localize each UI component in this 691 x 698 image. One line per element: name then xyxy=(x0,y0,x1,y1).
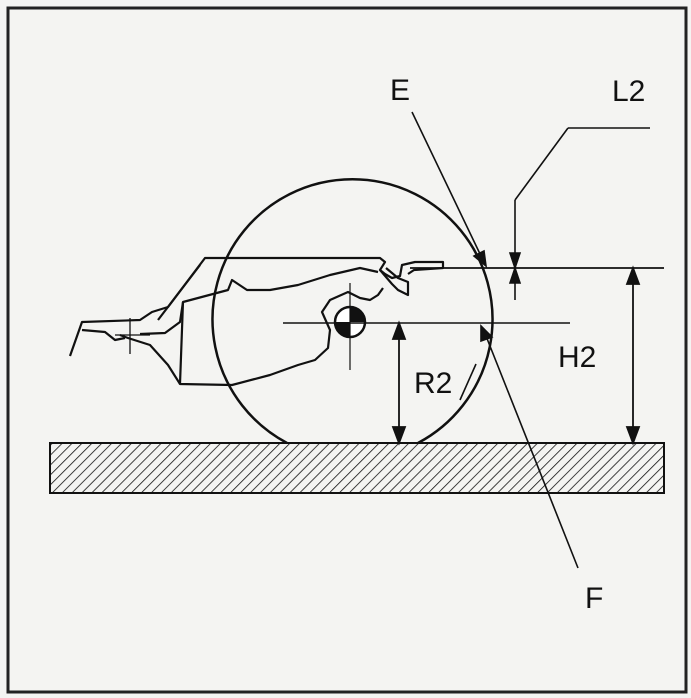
wheel-circle xyxy=(211,178,494,445)
label-e: E xyxy=(390,74,410,107)
ground-surface xyxy=(49,442,665,494)
front-center-mark xyxy=(115,318,150,354)
label-f: F xyxy=(585,582,603,615)
r2-dimension xyxy=(391,320,407,446)
h2-dimension xyxy=(625,265,641,446)
l2-dimension xyxy=(508,127,650,300)
outer-frame xyxy=(6,6,688,694)
label-l2: L2 xyxy=(612,75,645,108)
label-r2: R2 xyxy=(414,367,452,400)
vehicle-body xyxy=(68,256,445,387)
e-leader xyxy=(411,111,488,268)
label-h2: H2 xyxy=(558,341,596,374)
f-leader xyxy=(480,324,579,569)
r2-leader xyxy=(459,363,477,401)
